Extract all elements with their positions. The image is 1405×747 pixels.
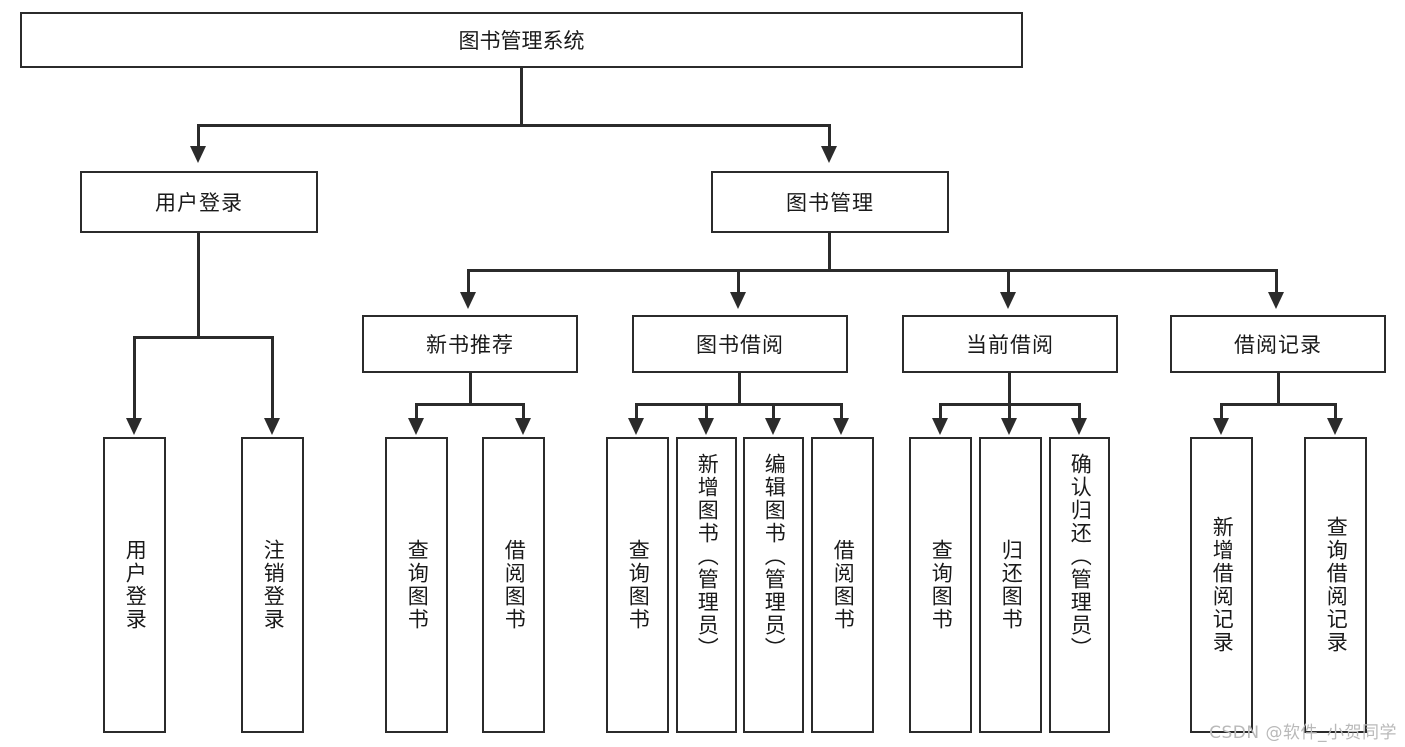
node-user-login[interactable]: 用户登录 — [80, 171, 318, 233]
arrowhead-cb-leaf-1 — [932, 418, 948, 435]
connector-bm-drop-1 — [467, 269, 470, 293]
connector-bm-drop-3 — [1007, 269, 1010, 293]
leaf-borrow-book-2-label: 借阅图书 — [831, 539, 856, 631]
arrowhead-nbr-leaf-2 — [515, 418, 531, 435]
connector-cb-drop-3 — [1078, 403, 1081, 420]
connector-user-login-drop-1 — [133, 336, 136, 420]
node-book-manage-label: 图书管理 — [786, 191, 874, 215]
connector-bm-drop-4 — [1275, 269, 1278, 293]
leaf-query-record-label: 查询借阅记录 — [1324, 516, 1349, 654]
node-root-label: 图书管理系统 — [458, 29, 585, 53]
connector-bb-stem — [738, 373, 741, 406]
leaf-query-book-2-label: 查询图书 — [626, 539, 651, 631]
connector-user-login-drop-2 — [271, 336, 274, 420]
node-book-borrow[interactable]: 图书借阅 — [632, 315, 848, 373]
connector-cb-drop-2 — [1008, 403, 1011, 420]
connector-root-stem — [520, 68, 523, 126]
arrowhead-bb-leaf-1 — [628, 418, 644, 435]
connector-bb-bus — [635, 403, 843, 406]
connector-book-manage-bus — [467, 269, 1278, 272]
connector-nbr-drop-1 — [415, 403, 418, 420]
arrowhead-bb-leaf-4 — [833, 418, 849, 435]
leaf-confirm-return-label: 确认归还（管理员） — [1068, 453, 1093, 660]
leaf-borrow-book-1-label: 借阅图书 — [502, 539, 527, 631]
leaf-edit-book[interactable]: 编辑图书（管理员） — [743, 437, 804, 733]
node-new-book-rec[interactable]: 新书推荐 — [362, 315, 578, 373]
connector-bb-drop-3 — [772, 403, 775, 420]
leaf-user-login[interactable]: 用户登录 — [103, 437, 166, 733]
leaf-query-book-3[interactable]: 查询图书 — [909, 437, 972, 733]
connector-br-bus — [1220, 403, 1337, 406]
node-current-borrow[interactable]: 当前借阅 — [902, 315, 1118, 373]
arrowhead-leaf-user-login — [126, 418, 142, 435]
connector-root-bus — [197, 124, 831, 127]
leaf-add-record-label: 新增借阅记录 — [1210, 516, 1235, 654]
node-borrow-record-label: 借阅记录 — [1234, 333, 1322, 357]
leaf-query-book-2[interactable]: 查询图书 — [606, 437, 669, 733]
connector-root-drop-left — [197, 124, 200, 146]
connector-cb-drop-1 — [939, 403, 942, 420]
node-user-login-label: 用户登录 — [155, 191, 243, 215]
node-current-borrow-label: 当前借阅 — [966, 333, 1054, 357]
leaf-borrow-book-1[interactable]: 借阅图书 — [482, 437, 545, 733]
connector-bb-drop-1 — [635, 403, 638, 420]
connector-bb-drop-4 — [840, 403, 843, 420]
connector-nbr-stem — [469, 373, 472, 406]
leaf-edit-book-label: 编辑图书（管理员） — [762, 453, 787, 660]
leaf-add-book[interactable]: 新增图书（管理员） — [676, 437, 737, 733]
leaf-confirm-return[interactable]: 确认归还（管理员） — [1049, 437, 1110, 733]
leaf-add-record[interactable]: 新增借阅记录 — [1190, 437, 1253, 733]
arrowhead-to-book-manage — [821, 146, 837, 163]
connector-cb-stem — [1008, 373, 1011, 406]
connector-book-manage-stem — [828, 233, 831, 272]
connector-user-login-stem — [197, 233, 200, 339]
connector-nbr-drop-2 — [522, 403, 525, 420]
watermark-text: CSDN @软件_小贺同学 — [1209, 723, 1397, 743]
connector-bm-drop-2 — [737, 269, 740, 293]
node-new-book-rec-label: 新书推荐 — [426, 333, 514, 357]
arrowhead-current-borrow — [1000, 292, 1016, 309]
arrowhead-bb-leaf-2 — [698, 418, 714, 435]
arrowhead-bb-leaf-3 — [765, 418, 781, 435]
leaf-add-book-label: 新增图书（管理员） — [695, 453, 720, 660]
leaf-query-book-1-label: 查询图书 — [405, 539, 430, 631]
connector-nbr-bus — [415, 403, 525, 406]
leaf-user-login-label: 用户登录 — [123, 539, 148, 631]
arrowhead-cb-leaf-3 — [1071, 418, 1087, 435]
connector-br-drop-2 — [1334, 403, 1337, 420]
leaf-user-logout[interactable]: 注销登录 — [241, 437, 304, 733]
arrowhead-book-borrow — [730, 292, 746, 309]
leaf-return-book-label: 归还图书 — [999, 539, 1024, 631]
leaf-user-logout-label: 注销登录 — [261, 539, 286, 631]
connector-br-stem — [1277, 373, 1280, 406]
arrowhead-new-book-rec — [460, 292, 476, 309]
leaf-query-record[interactable]: 查询借阅记录 — [1304, 437, 1367, 733]
arrowhead-cb-leaf-2 — [1001, 418, 1017, 435]
connector-bb-drop-2 — [705, 403, 708, 420]
connector-root-drop-right — [828, 124, 831, 146]
connector-br-drop-1 — [1220, 403, 1223, 420]
node-borrow-record[interactable]: 借阅记录 — [1170, 315, 1386, 373]
arrowhead-br-leaf-2 — [1327, 418, 1343, 435]
node-book-borrow-label: 图书借阅 — [696, 333, 784, 357]
leaf-query-book-1[interactable]: 查询图书 — [385, 437, 448, 733]
arrowhead-nbr-leaf-1 — [408, 418, 424, 435]
arrowhead-br-leaf-1 — [1213, 418, 1229, 435]
node-root-system[interactable]: 图书管理系统 — [20, 12, 1023, 68]
leaf-return-book[interactable]: 归还图书 — [979, 437, 1042, 733]
leaf-query-book-3-label: 查询图书 — [929, 539, 954, 631]
arrowhead-to-user-login — [190, 146, 206, 163]
leaf-borrow-book-2[interactable]: 借阅图书 — [811, 437, 874, 733]
node-book-manage[interactable]: 图书管理 — [711, 171, 949, 233]
arrowhead-leaf-user-logout — [264, 418, 280, 435]
arrowhead-borrow-record — [1268, 292, 1284, 309]
connector-user-login-bus — [133, 336, 274, 339]
